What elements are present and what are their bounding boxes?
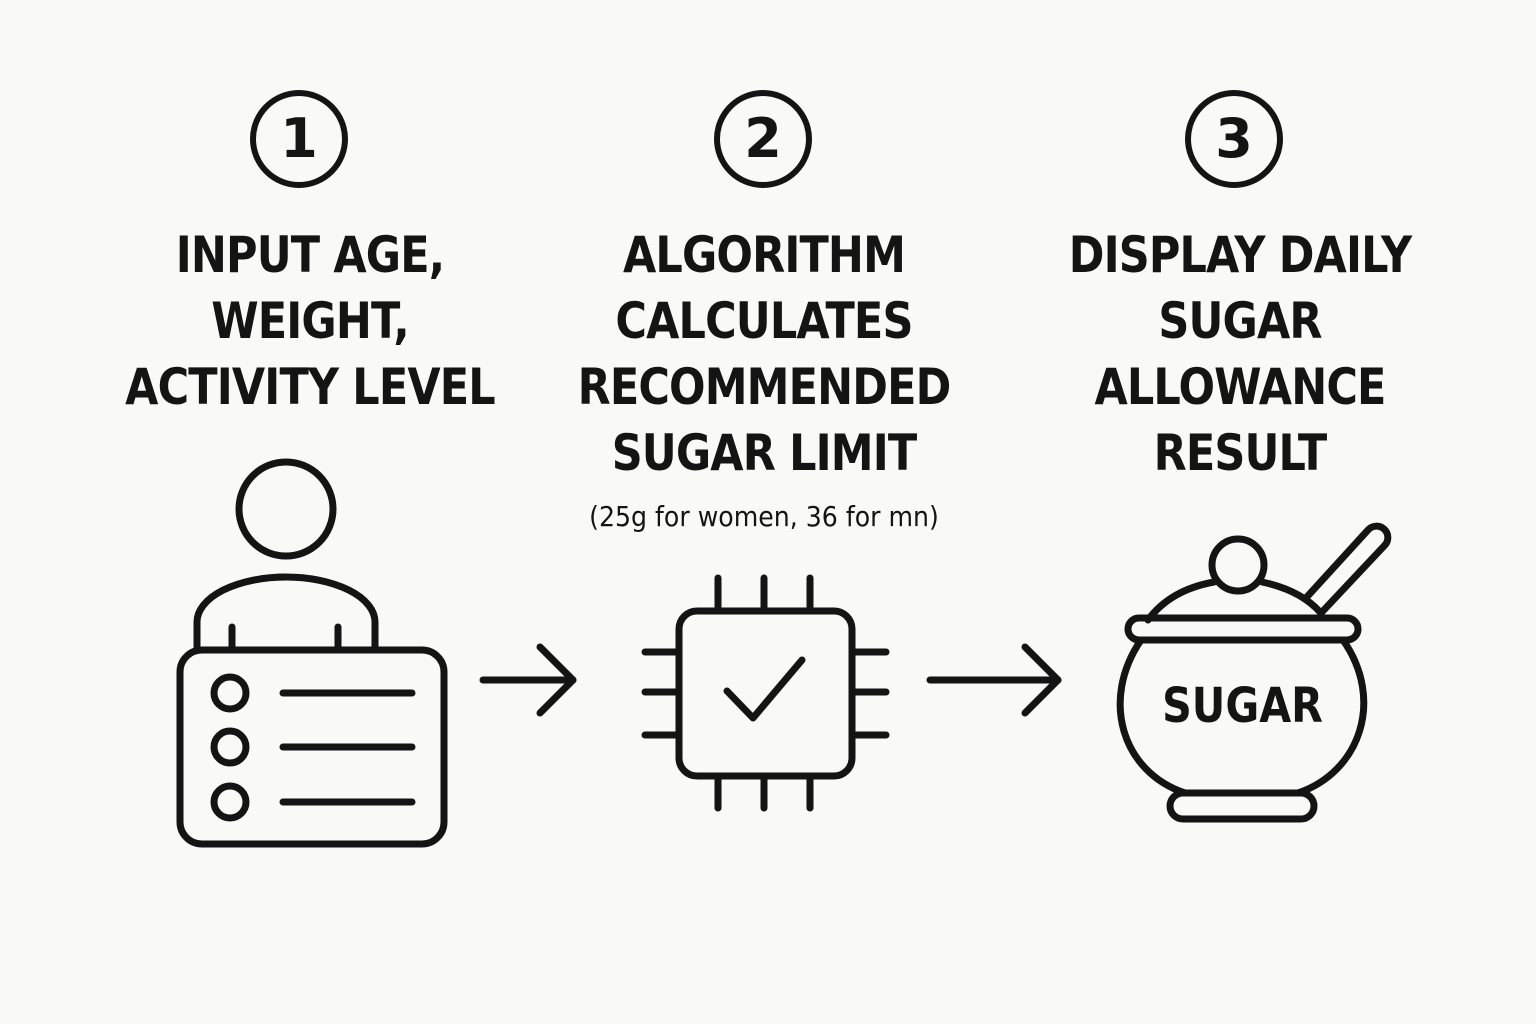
step-3-title-line: DISPLAY DAILY bbox=[1068, 226, 1412, 284]
form-bullet bbox=[210, 782, 250, 822]
arrow-right-icon bbox=[479, 643, 577, 717]
spoon-icon bbox=[1301, 522, 1392, 616]
sugar-bowl-label: SUGAR bbox=[1162, 678, 1323, 734]
user-form-icon bbox=[176, 458, 448, 848]
form-bullet bbox=[210, 673, 250, 713]
form-bullet bbox=[210, 727, 250, 767]
step-2-title-line: CALCULATES bbox=[615, 292, 913, 350]
processor-check-icon bbox=[641, 574, 890, 812]
person-head bbox=[235, 458, 337, 560]
step-1-number: 1 bbox=[250, 90, 348, 188]
step-3-title-line: RESULT bbox=[1153, 424, 1328, 482]
step-3-title: DISPLAY DAILY SUGAR ALLOWANCE RESULT bbox=[1042, 222, 1438, 486]
step-2-title-line: ALGORITHM bbox=[622, 226, 906, 284]
step-3-title-line: SUGAR bbox=[1158, 292, 1322, 350]
step-1-title-line: WEIGHT, bbox=[211, 292, 409, 350]
step-2-title-line: RECOMMENDED bbox=[577, 358, 952, 416]
lid-rim bbox=[1124, 614, 1362, 644]
step-2-title: ALGORITHM CALCULATES RECOMMENDED SUGAR L… bbox=[566, 222, 962, 486]
step-3-title-line: ALLOWANCE bbox=[1094, 358, 1386, 416]
lid-dome bbox=[1144, 578, 1218, 624]
person-body bbox=[193, 573, 379, 652]
chip-body bbox=[675, 607, 856, 780]
arrow-right-icon bbox=[926, 643, 1062, 717]
step-1-title: INPUT AGE, WEIGHT, ACTIVITY LEVEL bbox=[112, 222, 508, 420]
lid-dome bbox=[1258, 578, 1324, 616]
sugar-bowl-icon bbox=[1116, 522, 1392, 823]
step-2-note: (25g for women, 36 for mn) bbox=[589, 500, 939, 533]
form-card bbox=[176, 646, 448, 848]
step-1-title-line: ACTIVITY LEVEL bbox=[125, 358, 496, 416]
step-2-title-line: SUGAR LIMIT bbox=[611, 424, 917, 482]
check-icon bbox=[723, 656, 806, 722]
lid-knob bbox=[1208, 535, 1268, 595]
step-3-number: 3 bbox=[1185, 90, 1283, 188]
bowl-base bbox=[1166, 789, 1318, 823]
step-2-number: 2 bbox=[714, 90, 812, 188]
step-1-title-line: INPUT AGE, bbox=[175, 226, 445, 284]
